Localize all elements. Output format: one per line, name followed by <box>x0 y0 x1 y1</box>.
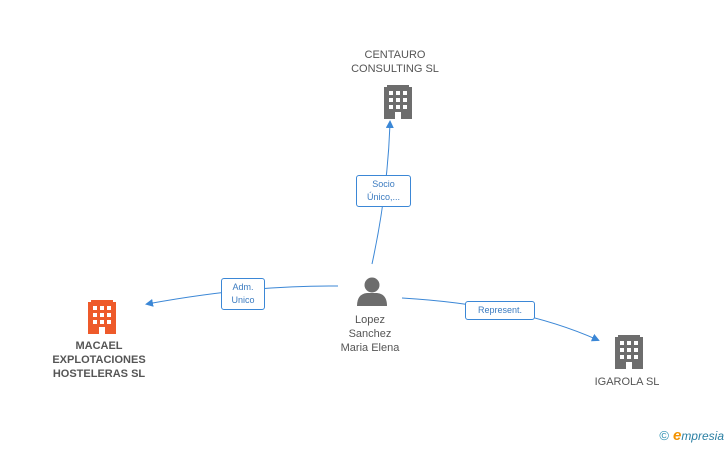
edge-label-represent[interactable]: Represent. <box>465 301 535 320</box>
edge-label-line: Adm. <box>232 282 254 292</box>
edge-label-line: Socio <box>372 179 395 189</box>
building-icon <box>384 85 412 119</box>
edge-label-line: Unico <box>231 295 255 305</box>
edge-label-line: Único,... <box>366 192 400 202</box>
node-label-line: IGAROLA SL <box>594 376 660 388</box>
node-label-line: EXPLOTACIONES <box>52 354 146 366</box>
edge-label-line: Represent. <box>477 305 523 315</box>
node-label-line: Sanchez <box>348 328 392 340</box>
node-label-igarola[interactable]: IGAROLA SL <box>572 375 682 389</box>
building-icon <box>88 300 116 334</box>
edge-label-socio-unico[interactable]: Socio Único,... <box>356 175 411 207</box>
copyright-brand: ©empresia <box>659 427 724 444</box>
node-label-person[interactable]: Lopez Sanchez Maria Elena <box>320 313 420 355</box>
building-icon <box>615 335 643 369</box>
node-label-line: Lopez <box>355 314 385 326</box>
node-label-line: CENTAURO <box>364 49 426 61</box>
node-label-line: HOSTELERAS SL <box>52 368 146 380</box>
edge-label-adm-unico[interactable]: Adm. Unico <box>221 278 265 310</box>
node-label-line: MACAEL <box>75 340 123 352</box>
node-label-macael[interactable]: MACAEL EXPLOTACIONES HOSTELERAS SL <box>34 339 164 381</box>
person-icon <box>357 277 387 306</box>
node-label-line: CONSULTING SL <box>351 63 439 75</box>
brand-logo-e: e <box>672 427 682 444</box>
brand-logo-text: mpresia <box>681 429 724 443</box>
node-label-centauro[interactable]: CENTAURO CONSULTING SL <box>330 48 460 76</box>
copyright-icon: © <box>659 428 669 443</box>
node-label-line: Maria Elena <box>340 342 400 354</box>
